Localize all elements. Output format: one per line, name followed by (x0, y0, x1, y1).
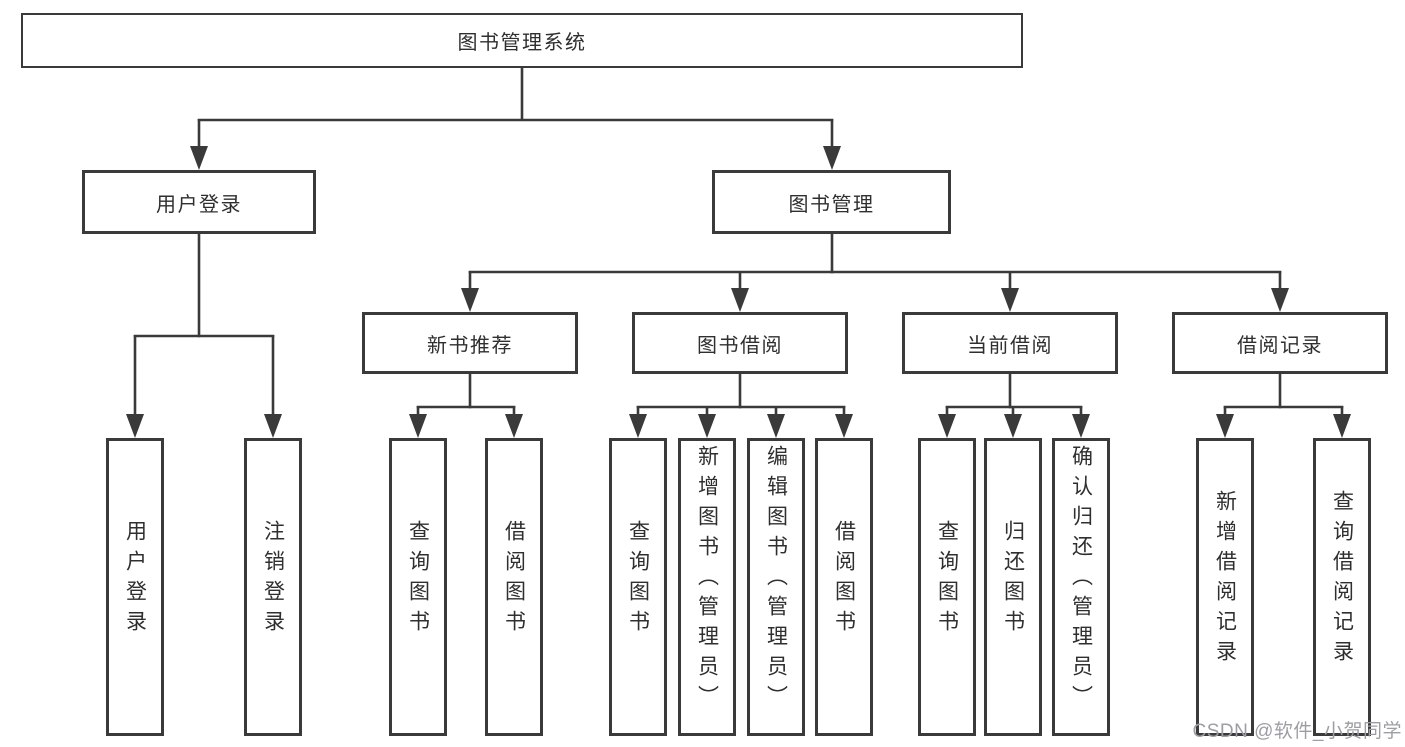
node-current-borrowing: 当前借阅 (902, 312, 1118, 374)
node-label: 借阅图书 (502, 520, 526, 640)
node-label: 图书管理系统 (457, 32, 587, 54)
node-label: 新增图书（管理员） (695, 445, 719, 715)
node-label: 注销登录 (261, 520, 285, 640)
leaf-borrow-books-recommend: 借阅图书 (485, 438, 543, 736)
leaf-query-books-borrowing: 查询图书 (609, 438, 667, 736)
node-label: 借阅记录 (1237, 334, 1323, 357)
node-label: 查询图书 (626, 520, 650, 640)
node-user-login: 用户登录 (82, 170, 316, 234)
node-label: 查询图书 (406, 520, 430, 640)
node-label: 确认归还（管理员） (1069, 445, 1093, 715)
node-label: 图书借阅 (697, 334, 783, 357)
leaf-query-borrow-record: 查询借阅记录 (1313, 438, 1371, 736)
node-label: 查询图书 (935, 520, 959, 640)
node-label: 查询借阅记录 (1330, 490, 1354, 670)
node-label: 用户登录 (156, 193, 242, 216)
leaf-user-login: 用户登录 (106, 438, 164, 736)
leaf-return-books: 归还图书 (984, 438, 1042, 736)
node-new-book-recommend: 新书推荐 (362, 312, 578, 374)
leaf-edit-books-admin: 编辑图书（管理员） (747, 438, 805, 736)
csdn-watermark: CSDN @软件_小贺同学 (1192, 721, 1402, 742)
leaf-add-books-admin: 新增图书（管理员） (678, 438, 736, 736)
node-label: 新增借阅记录 (1213, 490, 1237, 670)
node-label: 用户登录 (123, 520, 147, 640)
node-label: 编辑图书（管理员） (764, 445, 788, 715)
leaf-query-books-recommend: 查询图书 (389, 438, 447, 736)
node-label: 新书推荐 (427, 334, 513, 357)
node-root-library-management-system: 图书管理系统 (21, 13, 1023, 68)
leaf-add-borrow-record: 新增借阅记录 (1196, 438, 1254, 736)
node-label: 当前借阅 (967, 334, 1053, 357)
node-borrowing-records: 借阅记录 (1172, 312, 1388, 374)
node-book-borrowing: 图书借阅 (632, 312, 848, 374)
leaf-confirm-return-admin: 确认归还（管理员） (1052, 438, 1110, 736)
leaf-borrow-books-borrowing: 借阅图书 (815, 438, 873, 736)
leaf-query-books-current: 查询图书 (918, 438, 976, 736)
node-book-management: 图书管理 (712, 170, 951, 234)
node-label: 图书管理 (788, 193, 875, 216)
node-label: 借阅图书 (832, 520, 856, 640)
node-label: 归还图书 (1001, 520, 1025, 640)
leaf-logout: 注销登录 (244, 438, 302, 736)
